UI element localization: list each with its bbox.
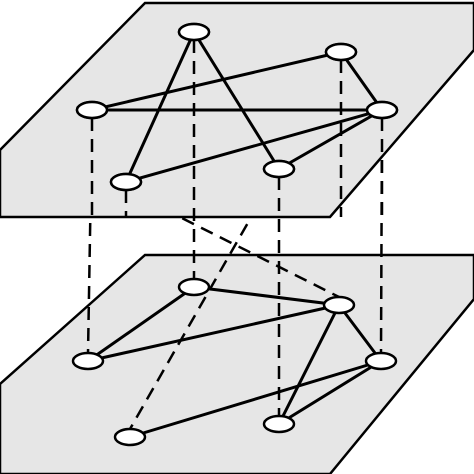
top-layer [0, 1, 474, 219]
bottom-layer-plane [0, 253, 474, 474]
bottom-edge-A-F [86, 285, 196, 363]
bottom-edge-B-C [337, 303, 383, 363]
interlayer-link-A [86, 117, 94, 354]
top-edge-B-C [124, 108, 384, 184]
interlayer-link-C [379, 117, 384, 354]
interlayer-link-B [125, 188, 340, 299]
top-node-B-front [109, 172, 143, 192]
bottom-edge-B-F [192, 285, 341, 307]
bottom-node-C [364, 351, 398, 371]
bottom-node-B [322, 295, 356, 315]
bottom-node-F [177, 277, 211, 297]
top-edge-D-F [192, 30, 281, 171]
top-edge-C-D [277, 108, 384, 171]
top-edge-B-F [124, 30, 196, 184]
top-node-F-front [177, 22, 211, 42]
bottom-node-E [113, 427, 147, 447]
bottom-edge-B-D [277, 303, 341, 426]
bottom-edge-A-B [86, 303, 341, 363]
top-edge-A-E [90, 50, 343, 112]
bottom-node-A [71, 351, 105, 371]
bottom-edge-C-E [128, 359, 383, 439]
bottom-edge-C-D [277, 359, 383, 426]
top-node-E-front [324, 42, 358, 62]
top-node-C-front [365, 100, 399, 120]
bottom-layer [0, 253, 474, 474]
top-edge-C-E [339, 50, 384, 112]
bottom-node-D [262, 414, 296, 434]
top-node-D-front [262, 159, 296, 179]
top-node-A-front [75, 100, 109, 120]
